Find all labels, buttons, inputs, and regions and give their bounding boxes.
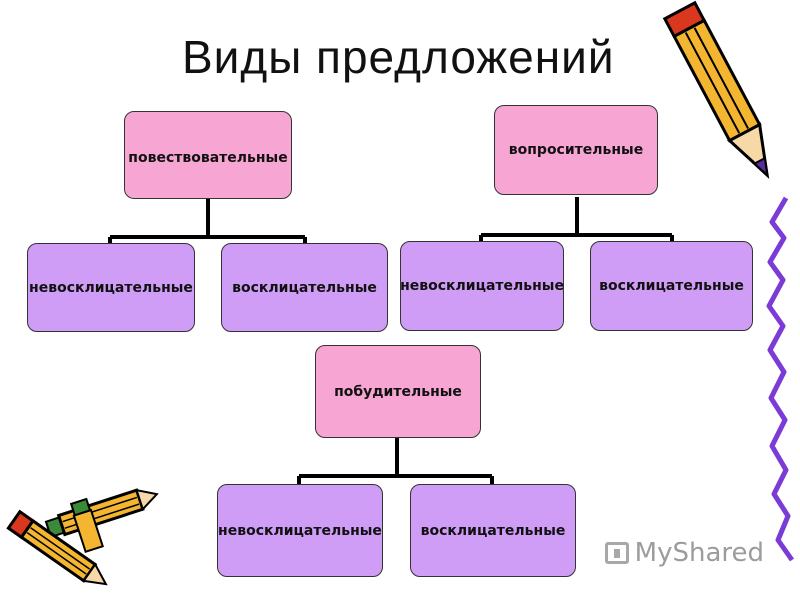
pencil-icon <box>69 497 104 554</box>
subcategory-label: восклицательные <box>420 522 566 539</box>
squiggle-decoration <box>766 196 795 562</box>
subcategory-label: восклицательные <box>232 279 377 296</box>
subcategory-box: невосклицательные <box>217 484 383 577</box>
subcategory-label: невосклицательные <box>400 278 564 294</box>
connector-group-3 <box>297 438 494 485</box>
category-label: вопросительные <box>508 142 644 158</box>
subcategory-box: восклицательные <box>221 243 388 332</box>
subcategory-label: восклицательные <box>599 278 744 294</box>
subcategory-box: невосклицательные <box>400 241 564 331</box>
category-box-pobuditelnye: побудительные <box>315 345 481 438</box>
category-box-voprositelnye: вопросительные <box>494 105 658 195</box>
pencil-icon <box>6 509 108 586</box>
subcategory-box: невосклицательные <box>27 243 195 332</box>
page-title: Виды предложений <box>182 31 615 83</box>
myshared-logo-icon <box>604 542 629 564</box>
subcategory-label: невосклицательные <box>218 522 382 539</box>
category-label: повествовательные <box>128 150 288 166</box>
watermark-logo: MyShared <box>604 538 764 568</box>
subcategory-label: невосклицательные <box>29 279 193 296</box>
pencil-icon <box>662 0 770 179</box>
connector-group-2 <box>479 197 674 242</box>
connector-group-1 <box>108 198 307 245</box>
subcategory-box: восклицательные <box>590 241 753 331</box>
subcategory-box: восклицательные <box>410 484 576 577</box>
category-label: побудительные <box>334 383 462 400</box>
watermark-text: MyShared <box>634 538 764 568</box>
category-box-povestvovatelnye: повествовательные <box>124 111 292 199</box>
